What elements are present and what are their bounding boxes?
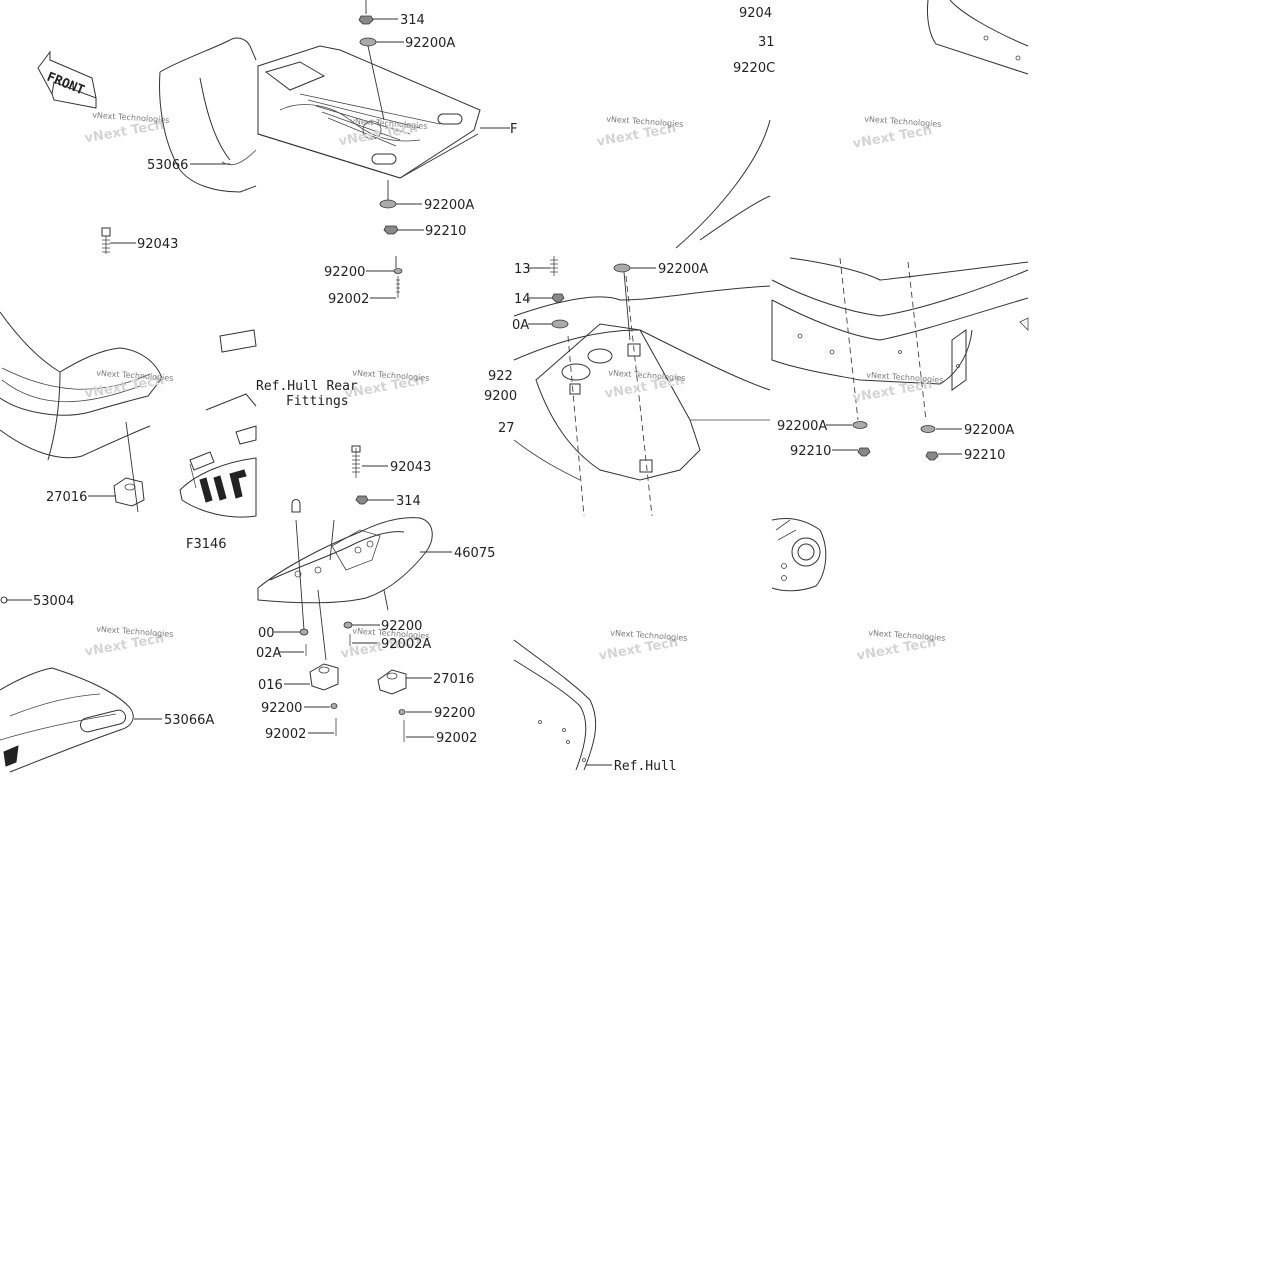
ref-fittings: Fittings (286, 394, 349, 409)
ref-hull-rear: Ref.Hull Rear (256, 379, 358, 394)
tray-assembly (257, 45, 510, 179)
label-27016: 27016 (433, 672, 474, 687)
label-13: 13 (514, 262, 531, 277)
deck-pad-ultra (179, 329, 257, 518)
label-9200: 9200 (484, 389, 517, 404)
label-92200: 92200 (261, 701, 302, 716)
label-27: 27 (498, 421, 515, 436)
label-53066a: 53066A (164, 713, 214, 728)
label-016: 016 (258, 678, 283, 693)
label-92043: 92043 (137, 237, 178, 252)
hull-right-body (771, 257, 1029, 421)
label-92043: 92043 (390, 460, 431, 475)
fasteners-tile3 (550, 256, 631, 329)
leader-lines (6, 18, 962, 766)
reference-notes: Ref.Hull Rear Fittings Ref.Hull (256, 379, 677, 774)
label-92002: 92002 (265, 727, 306, 742)
label-53004: 53004 (33, 594, 74, 609)
label-314: 314 (396, 494, 421, 509)
label-9204: 9204 (739, 6, 772, 21)
label-figure-code: F3146 (186, 537, 227, 552)
hull-bottom-edge (513, 639, 597, 771)
jet-nozzle-flange (771, 517, 827, 592)
label-53066: 53066 (147, 158, 188, 173)
label-92002a: 92002A (381, 637, 431, 652)
label-92200a: 92200A (964, 423, 1014, 438)
label-92200: 92200 (381, 619, 422, 634)
label-92200a: 92200A (658, 262, 708, 277)
label-92200: 92200 (324, 265, 365, 280)
fasteners-tile2-bottom (291, 445, 407, 742)
label-92210: 92210 (790, 444, 831, 459)
deck-upper-right (927, 0, 1029, 75)
label-92200a: 92200A (424, 198, 474, 213)
watermarks: vNext Tech vNext Technologies vNext Tech… (84, 111, 946, 664)
label-922: 922 (488, 369, 513, 384)
label-31: 31 (758, 35, 775, 50)
label-00: 00 (258, 626, 275, 641)
label-27016: 27016 (46, 490, 87, 505)
front-tag: FRONT (45, 70, 87, 99)
label-92200a: 92200A (777, 419, 827, 434)
ref-hull: Ref.Hull (614, 759, 677, 774)
fasteners-tile2-top (358, 0, 403, 298)
bolt-92043-1 (101, 227, 111, 254)
front-arrow-icon: FRONT (37, 50, 97, 109)
label-14: 14 (514, 292, 531, 307)
label-0a: 0A (512, 318, 529, 333)
watermark-text: vNext Technologies (864, 115, 942, 129)
label-92002: 92002 (328, 292, 369, 307)
seat-rear-53066a (0, 667, 134, 773)
label-92200a: 92200A (405, 36, 455, 51)
label-02a: 02A (256, 646, 282, 661)
part-labels: 314 92200A 53066 92200A 92210 92043 9220… (33, 6, 1014, 746)
hull-rear-body (513, 119, 771, 517)
label-92002: 92002 (436, 731, 477, 746)
mount-27016-left (113, 421, 145, 513)
label-92210: 92210 (425, 224, 466, 239)
label-9220c: 9220C (733, 61, 775, 76)
label-92200: 92200 (434, 706, 475, 721)
seat-front-drawing (0, 37, 257, 461)
label-92210: 92210 (964, 448, 1005, 463)
rear-grab-handle-46075 (257, 517, 433, 661)
label-314: 314 (400, 13, 425, 28)
label-f: F (510, 122, 517, 137)
fasteners-tile4 (852, 421, 939, 461)
label-46075: 46075 (454, 546, 495, 561)
